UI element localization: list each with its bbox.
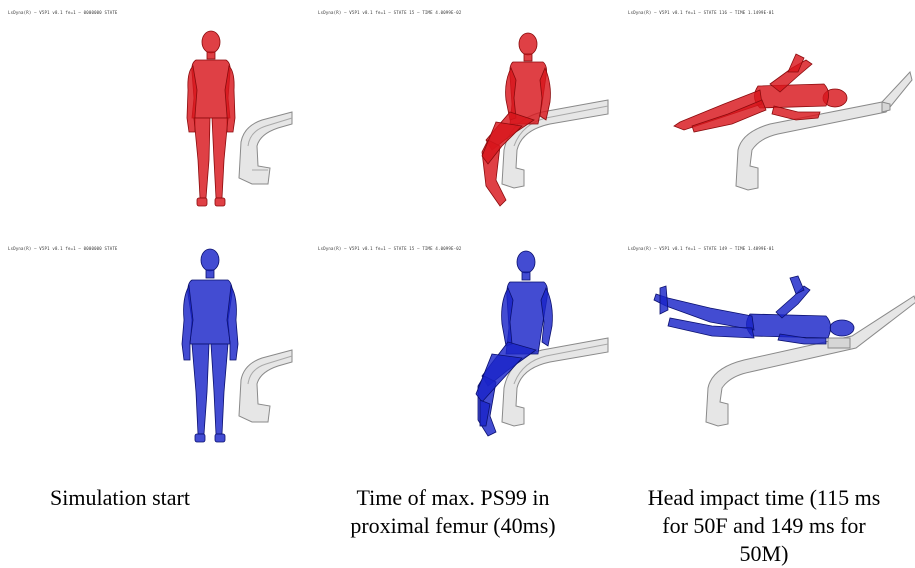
panel-head-impact-male: LsDyna(R) – V5P1 v8.1 fe=1 – STATE 149 –…	[620, 236, 915, 466]
simulation-header: LsDyna(R) – V5P1 v8.1 fe=1 – STATE 149 –…	[628, 246, 774, 251]
simulation-header: LsDyna(R) – V5P1 v8.1 fe=1 – STATE 15 – …	[318, 10, 461, 15]
caption-line: for 50F and 149 ms for	[614, 512, 914, 540]
panel-max-strain-male: LsDyna(R) – V5P1 v8.1 fe=1 – STATE 15 – …	[310, 236, 610, 466]
caption-line: Time of max. PS99 in	[303, 484, 603, 512]
simulation-header: LsDyna(R) – V5P1 v8.1 fe=1 – 0000000 STA…	[8, 246, 118, 251]
panel-head-impact-female: LsDyna(R) – V5P1 v8.1 fe=1 – STATE 116 –…	[620, 0, 915, 230]
caption-line: proximal femur (40ms)	[303, 512, 603, 540]
vehicle-front-model	[239, 350, 292, 422]
caption-max-strain: Time of max. PS99 in proximal femur (40m…	[303, 484, 603, 540]
panel-max-strain-female: LsDyna(R) – V5P1 v8.1 fe=1 – STATE 15 – …	[310, 0, 610, 230]
simulation-header: LsDyna(R) – V5P1 v8.1 fe=1 – STATE 116 –…	[628, 10, 774, 15]
simulation-header: LsDyna(R) – V5P1 v8.1 fe=1 – STATE 15 – …	[318, 246, 461, 251]
caption-line: Simulation start	[0, 484, 270, 512]
caption-line: Head impact time (115 ms	[614, 484, 914, 512]
panel-start-female: LsDyna(R) – V5P1 v8.1 fe=1 – 0000000 STA…	[0, 0, 300, 230]
vehicle-front-model	[239, 112, 292, 184]
pedestrian-model	[187, 31, 235, 206]
panel-start-male: LsDyna(R) – V5P1 v8.1 fe=1 – 0000000 STA…	[0, 236, 300, 466]
pedestrian-model	[182, 249, 238, 442]
caption-head-impact: Head impact time (115 ms for 50F and 149…	[614, 484, 914, 568]
simulation-header: LsDyna(R) – V5P1 v8.1 fe=1 – 0000000 STA…	[8, 10, 118, 15]
caption-line: 50M)	[614, 540, 914, 568]
pedestrian-model	[654, 276, 854, 344]
caption-simulation-start: Simulation start	[0, 484, 270, 512]
